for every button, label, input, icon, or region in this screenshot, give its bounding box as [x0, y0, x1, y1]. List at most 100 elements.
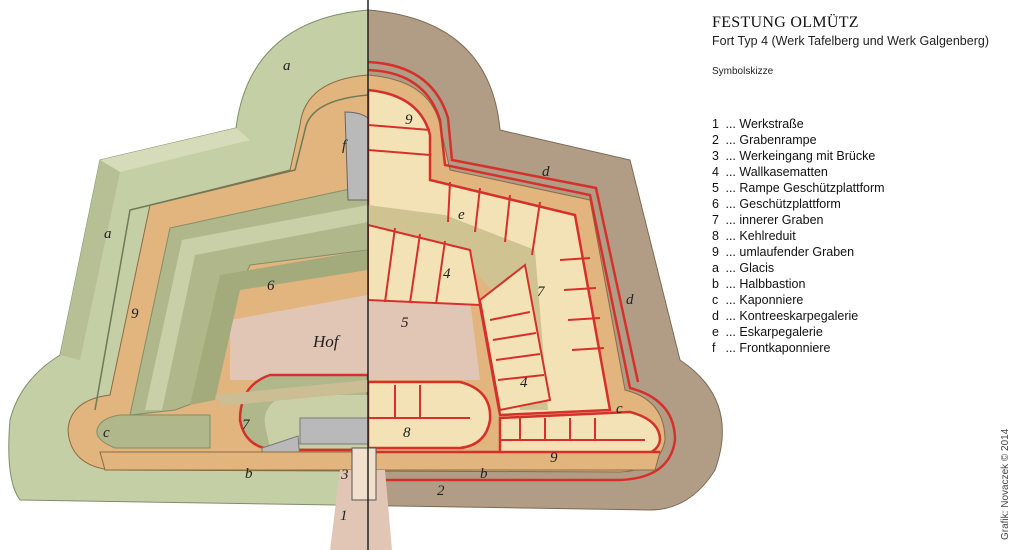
legend-sep: ...	[725, 341, 736, 355]
legend-key: 5	[712, 181, 719, 195]
label-9-top: 9	[405, 112, 413, 128]
legend-text: Kehlreduit	[739, 229, 796, 243]
legend-sep: ...	[725, 165, 736, 179]
legend-sep: ...	[725, 133, 736, 147]
label-4-upper: 4	[443, 266, 451, 282]
platform-step	[145, 205, 368, 410]
legend-text: Rampe Geschützplattform	[739, 181, 885, 195]
legend-text: Kontreeskarpegalerie	[739, 309, 859, 323]
legend-sep: ...	[725, 245, 736, 259]
label-2: 2	[437, 483, 445, 499]
legend-sep: ...	[725, 229, 736, 243]
counterscarp-gallery	[367, 60, 677, 482]
diagram-title: FESTUNG OLMÜTZ	[712, 14, 859, 31]
legend-item: 2 ... Grabenrampe	[712, 132, 885, 148]
legend-text: Kaponniere	[739, 293, 804, 307]
legend-text: Halbbastion	[739, 277, 806, 291]
label-7-right: 7	[537, 284, 546, 300]
label-7-left: 7	[242, 417, 251, 433]
legend-text: Geschützplattform	[739, 197, 841, 211]
label-9-left: 9	[131, 306, 139, 322]
legend-text: Werkstraße	[739, 117, 804, 131]
label-b-left: b	[245, 466, 253, 482]
glacis-face-left	[100, 128, 250, 172]
gorge-reduit	[368, 380, 492, 450]
legend-sep: ...	[725, 149, 736, 163]
label-a-left: a	[104, 226, 112, 242]
legend-key: 6	[712, 197, 719, 211]
legend-key: 9	[712, 245, 719, 259]
label-c-right: c	[616, 401, 623, 417]
legend-sep: ...	[725, 197, 736, 211]
legend-key: c	[712, 293, 719, 307]
legend-item: 7 ... innerer Graben	[712, 212, 885, 228]
legend-key: 8	[712, 229, 719, 243]
label-c-left: c	[103, 425, 110, 441]
legend-key: 2	[712, 133, 719, 147]
diagram-subtitle: Fort Typ 4 (Werk Tafelberg und Werk Galg…	[712, 34, 989, 48]
label-d-right: d	[626, 292, 634, 308]
entrance-bridge	[351, 447, 377, 501]
fort-plan: a a 9 f 9 6 Hof 5 d e 4 7 d 4 c 7 8 c b …	[8, 0, 723, 550]
label-9-bottom: 9	[550, 450, 558, 466]
legend-sep: ...	[725, 117, 736, 131]
caponier-left	[96, 414, 211, 449]
legend-key: a	[712, 261, 719, 275]
label-e: e	[458, 207, 465, 223]
label-hof: Hof	[312, 332, 341, 351]
legend-text: Glacis	[739, 261, 775, 275]
legend-key: 1	[712, 117, 719, 131]
legend-sep: ...	[725, 293, 736, 307]
courtyard	[230, 295, 480, 380]
legend-text: Werkeingang mit Brücke	[739, 149, 876, 163]
legend-item: 8 ... Kehlreduit	[712, 228, 885, 244]
legend-sep: ...	[725, 277, 736, 291]
legend-key: 4	[712, 165, 719, 179]
rampart-rim	[94, 94, 368, 411]
casemates	[368, 88, 662, 460]
legend-text: Grabenrampe	[739, 133, 817, 147]
legend-item: c ... Kaponniere	[712, 292, 885, 308]
legend-text: Eskarpegalerie	[739, 325, 823, 339]
legend-key: d	[712, 309, 719, 323]
label-8: 8	[403, 425, 411, 441]
legend-key: 3	[712, 149, 719, 163]
label-1: 1	[340, 508, 348, 524]
platform-inner	[190, 250, 368, 405]
graphic-credit: Grafik: Novaczek © 2014	[1000, 428, 1011, 540]
label-4-lower: 4	[520, 375, 528, 391]
label-a-top: a	[283, 58, 291, 74]
legend-item: e ... Eskarpegalerie	[712, 324, 885, 340]
legend-item: 4 ... Wallkasematten	[712, 164, 885, 180]
legend-text: umlaufender Graben	[739, 245, 855, 259]
legend-item: b ... Halbbastion	[712, 276, 885, 292]
legend-sep: ...	[725, 261, 736, 275]
legend-key: e	[712, 325, 719, 339]
legend-key: b	[712, 277, 719, 291]
legend-sep: ...	[725, 181, 736, 195]
label-3: 3	[340, 467, 349, 483]
sketch-note: Symbolskizze	[712, 66, 774, 77]
legend: 1 ... Werkstraße 2 ... Grabenrampe 3 ...…	[712, 116, 885, 356]
glacis-face-left-2	[60, 160, 120, 360]
legend-item: 5 ... Rampe Geschützplattform	[712, 180, 885, 196]
legend-item: f ... Frontkaponniere	[712, 340, 885, 356]
label-b-right: b	[480, 466, 488, 482]
legend-item: 3 ... Werkeingang mit Brücke	[712, 148, 885, 164]
label-6: 6	[267, 278, 275, 294]
legend-item: 1 ... Werkstraße	[712, 116, 885, 132]
label-5: 5	[401, 315, 409, 331]
label-d-top: d	[542, 164, 550, 180]
bottom-ditch	[99, 451, 661, 471]
legend-item: d ... Kontreeskarpegalerie	[712, 308, 885, 324]
legend-text: innerer Graben	[739, 213, 824, 227]
inner-ditch	[215, 380, 368, 406]
legend-sep: ...	[725, 325, 736, 339]
legend-sep: ...	[725, 213, 736, 227]
legend-item: 6 ... Geschützplattform	[712, 196, 885, 212]
legend-item: a ... Glacis	[712, 260, 885, 276]
label-f: f	[342, 138, 348, 154]
legend-sep: ...	[725, 309, 736, 323]
legend-key: 7	[712, 213, 719, 227]
frontal-caponier	[344, 111, 369, 201]
